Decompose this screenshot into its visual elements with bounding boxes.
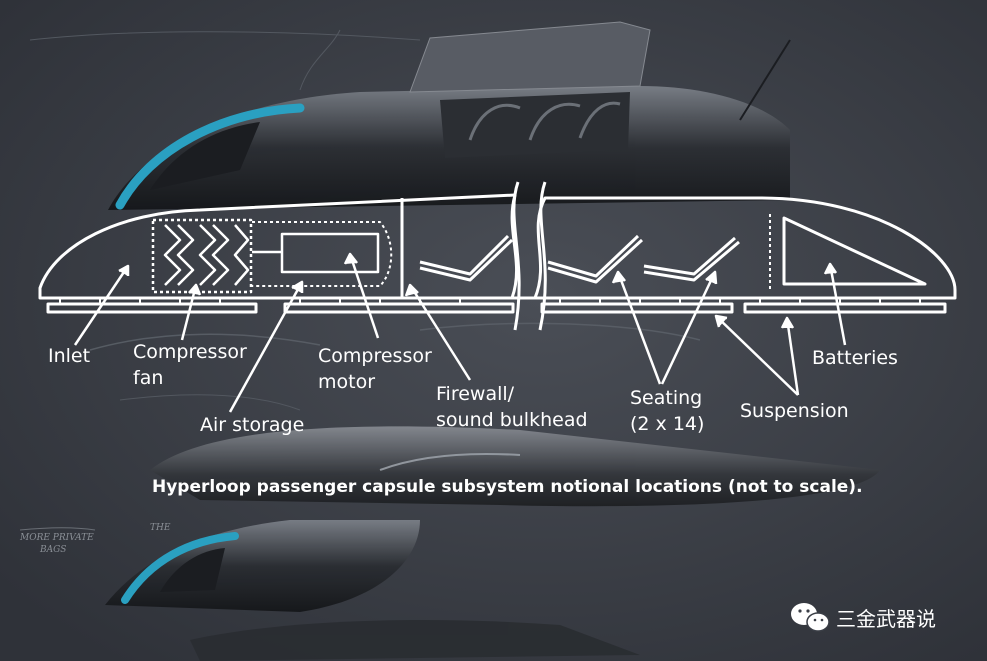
figure-caption: Hyperloop passenger capsule subsystem no… [152, 477, 863, 497]
label-suspension: Suspension [740, 400, 849, 422]
label-batteries: Batteries [812, 347, 898, 369]
watermark-text: 三金武器说 [836, 607, 936, 631]
label-seating-line1: Seating [630, 387, 702, 409]
label-compressor-fan-line1: Compressor [133, 341, 247, 363]
label-firewall-line2: sound bulkhead [436, 409, 588, 431]
label-compressor-motor-line2: motor [318, 371, 375, 393]
label-seating-line2: (2 x 14) [630, 413, 704, 435]
label-compressor-motor-line1: Compressor [318, 345, 432, 367]
label-inlet: Inlet [48, 345, 90, 367]
label-firewall-line1: Firewall/ [436, 383, 515, 405]
label-air-storage: Air storage [200, 414, 304, 436]
svg-text:THE: THE [150, 523, 171, 533]
svg-text:MORE PRIVATE: MORE PRIVATE [19, 533, 94, 543]
watermark: 三金武器说 [791, 603, 936, 631]
label-compressor-fan-line2: fan [133, 367, 163, 389]
svg-text:BAGS: BAGS [39, 545, 66, 555]
